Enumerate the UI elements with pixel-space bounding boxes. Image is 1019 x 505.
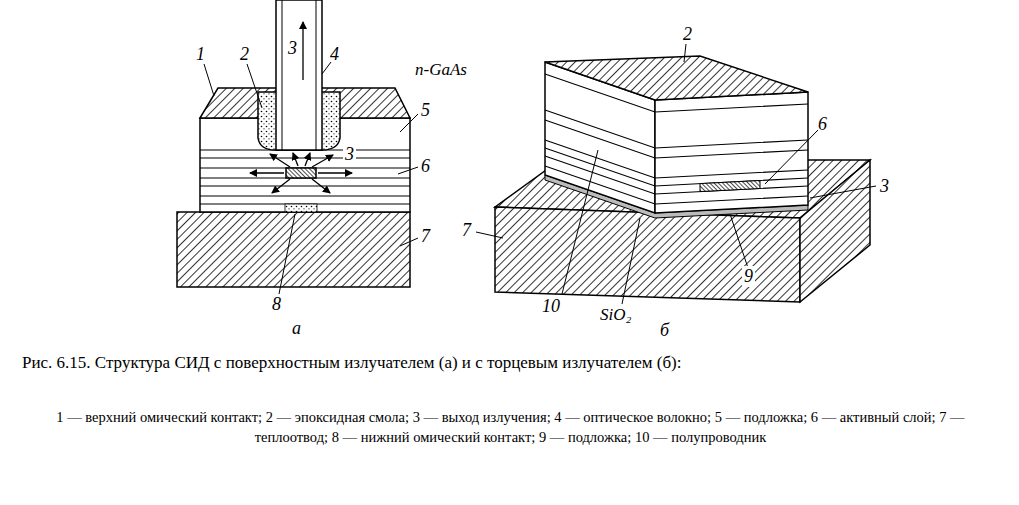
callout-number: 8 xyxy=(272,294,281,315)
drawing-part xyxy=(810,186,876,198)
drawing-part xyxy=(622,218,640,304)
drawing-part xyxy=(282,0,283,150)
callout-number: 7 xyxy=(462,220,471,241)
drawing-part xyxy=(318,172,352,173)
drawing-part xyxy=(476,232,503,238)
drawing-part xyxy=(312,155,333,167)
drawing-part xyxy=(285,204,317,212)
drawing-part xyxy=(545,120,808,158)
callout-number: 2 xyxy=(683,24,692,45)
drawing-part xyxy=(293,153,298,166)
callout-number: 1 xyxy=(196,44,205,65)
callout-number: 6 xyxy=(818,114,827,135)
drawing-part xyxy=(276,0,322,150)
drawing-part xyxy=(250,153,352,193)
drawing-part xyxy=(545,156,808,194)
callout-number: 4 xyxy=(330,44,339,65)
edge-emitter xyxy=(476,44,876,304)
drawing-part xyxy=(545,74,808,112)
drawing-part xyxy=(200,157,410,158)
drawing-part xyxy=(204,62,418,294)
callout-number: 2 xyxy=(240,44,249,65)
drawing-part xyxy=(684,44,686,62)
drawing-part xyxy=(247,64,262,108)
drawing-part xyxy=(200,150,410,204)
drawing-part xyxy=(655,92,808,213)
drawing-part xyxy=(305,153,310,166)
drawing-part xyxy=(272,179,290,193)
callout-number: 10 xyxy=(540,296,562,317)
drawing-part xyxy=(400,238,418,246)
drawing-part xyxy=(302,22,303,80)
drawing-part xyxy=(286,168,316,178)
callout-number: 6 xyxy=(421,156,430,177)
drawing-part xyxy=(279,214,295,294)
drawing-part xyxy=(800,160,870,302)
material-label: n-GaAs xyxy=(415,60,467,80)
material-label: SiO₂ xyxy=(598,305,633,325)
drawing-part xyxy=(316,0,317,150)
drawing-part xyxy=(545,56,808,100)
drawing-part xyxy=(270,154,290,167)
callout-number: 3 xyxy=(343,144,356,165)
drawing-part xyxy=(700,181,760,192)
callout-number: 5 xyxy=(421,100,430,121)
figure-caption: Рис. 6.15. Структура СИД с поверхностным… xyxy=(22,352,1002,374)
drawing-part xyxy=(200,185,410,186)
drawing-part xyxy=(400,114,418,132)
surface-emitter xyxy=(177,0,418,294)
drawing-part xyxy=(545,140,808,178)
panel-letter: а xyxy=(292,318,301,339)
callout-number: 7 xyxy=(421,226,430,247)
callout-number: 9 xyxy=(742,266,755,287)
drawing-part xyxy=(545,110,808,148)
drawing-part xyxy=(204,64,214,96)
drawing-part xyxy=(250,172,284,173)
callout-number: 3 xyxy=(880,176,889,197)
callout-number: 3 xyxy=(286,38,299,59)
drawing-part xyxy=(765,130,818,184)
legend-text: 1 — верхний омический контакт; 2 — эпокс… xyxy=(18,408,1003,447)
drawing-part xyxy=(562,150,598,294)
drawing-part xyxy=(495,207,800,302)
drawing-part xyxy=(312,179,330,193)
panel-letter: б xyxy=(660,320,669,341)
drawing-part xyxy=(322,62,331,74)
drawing-part xyxy=(730,214,748,268)
drawing-part xyxy=(476,44,876,304)
drawing-part xyxy=(398,167,418,174)
drawing-part xyxy=(200,195,410,196)
drawing-part xyxy=(545,166,808,204)
drawing-part xyxy=(545,74,808,204)
